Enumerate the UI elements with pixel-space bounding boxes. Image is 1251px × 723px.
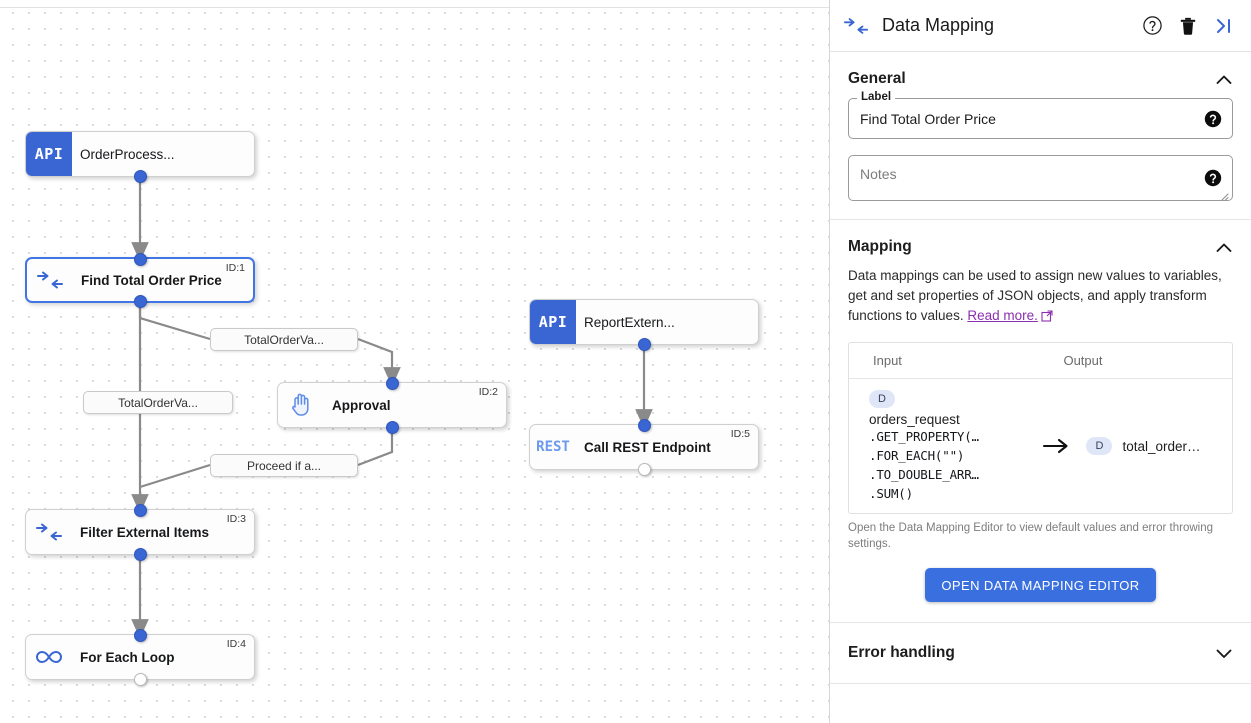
- delete-icon[interactable]: [1173, 11, 1203, 41]
- section-general-header[interactable]: General: [848, 52, 1233, 98]
- open-data-mapping-editor-button[interactable]: OPEN DATA MAPPING EDITOR: [925, 568, 1156, 602]
- data-mapping-arrows-icon: [844, 14, 868, 38]
- section-divider: [830, 219, 1251, 220]
- node-call-rest-endpoint[interactable]: REST Call REST Endpoint ID:5: [529, 418, 759, 476]
- section-divider: [830, 683, 1251, 684]
- node-id-badge: ID:2: [478, 386, 498, 398]
- notes-field-placeholder: Notes: [860, 166, 897, 182]
- edge-label[interactable]: Proceed if a...: [210, 454, 358, 477]
- section-error-handling-title: Error handling: [848, 644, 955, 661]
- input-variable-name: orders_request: [869, 412, 960, 427]
- notes-field[interactable]: Notes: [848, 155, 1233, 201]
- output-variable-name: total_order…: [1122, 438, 1201, 454]
- node-id-badge: ID:4: [226, 638, 246, 650]
- properties-panel: Data Mapping: [830, 0, 1251, 723]
- help-filled-icon[interactable]: [1204, 110, 1222, 128]
- chevron-up-icon[interactable]: [1215, 70, 1233, 88]
- mapping-input-cell: D orders_request .GET_PROPERTY(… .FOR_EA…: [849, 389, 1025, 503]
- node-approval[interactable]: Approval ID:2: [277, 376, 507, 434]
- label-field-legend: Label: [857, 91, 896, 103]
- section-general: General Label Find Total Order Price: [830, 52, 1251, 201]
- node-port-bottom[interactable]: [133, 547, 147, 561]
- column-header-output: Output: [1063, 353, 1103, 368]
- label-field[interactable]: Label Find Total Order Price: [848, 91, 1233, 139]
- node-label: Call REST Endpoint: [584, 439, 711, 455]
- node-label: Filter External Items: [80, 524, 210, 540]
- section-mapping-header[interactable]: Mapping: [848, 220, 1233, 266]
- help-filled-icon[interactable]: [1204, 169, 1222, 187]
- section-mapping: Mapping Data mappings can be used to ass…: [830, 220, 1251, 622]
- node-port-top[interactable]: [385, 376, 399, 390]
- node-reportextern[interactable]: API ReportExtern...: [529, 299, 759, 351]
- mapping-hint: Open the Data Mapping Editor to view def…: [848, 522, 1214, 550]
- mapping-output-cell: D total_order…: [1086, 437, 1232, 455]
- node-label: Find Total Order Price: [81, 272, 222, 288]
- input-type-badge: D: [869, 390, 895, 408]
- mapping-description: Data mappings can be used to assign new …: [848, 266, 1233, 328]
- table-row[interactable]: D orders_request .GET_PROPERTY(… .FOR_EA…: [849, 379, 1232, 513]
- rest-icon: REST: [536, 439, 570, 455]
- panel-body: General Label Find Total Order Price: [830, 52, 1251, 723]
- edge-connections: [131, 177, 653, 639]
- node-find-total-order-price[interactable]: Find Total Order Price ID:1: [25, 252, 255, 308]
- external-link-icon: [1041, 308, 1053, 328]
- node-id-badge: ID:5: [730, 428, 750, 440]
- edge-label[interactable]: TotalOrderVa...: [210, 328, 358, 351]
- read-more-link[interactable]: Read more.: [967, 308, 1038, 323]
- panel-header: Data Mapping: [830, 0, 1251, 52]
- infinity-loop-icon: [26, 635, 72, 679]
- input-transform-4: .SUM(): [869, 486, 913, 501]
- node-port-bottom[interactable]: [637, 337, 651, 351]
- node-port-bottom[interactable]: [385, 420, 399, 434]
- node-port-top[interactable]: [637, 418, 651, 432]
- node-port-bottom[interactable]: [133, 169, 147, 183]
- label-field-value: Find Total Order Price: [860, 110, 996, 127]
- help-icon[interactable]: [1137, 11, 1167, 41]
- chevron-down-icon[interactable]: [1215, 644, 1233, 662]
- section-error-handling: Error handling: [830, 623, 1251, 683]
- column-header-input: Input: [873, 353, 902, 368]
- data-mapping-arrows-icon: [26, 510, 72, 554]
- canvas-top-divider: [0, 7, 829, 8]
- api-icon: API: [530, 300, 576, 344]
- input-transform-3: .TO_DOUBLE_ARR…: [869, 467, 979, 482]
- node-port-bottom[interactable]: [637, 462, 651, 476]
- section-divider: [830, 622, 1251, 623]
- node-label: OrderProcess...: [80, 146, 175, 162]
- section-mapping-title: Mapping: [848, 238, 912, 255]
- mapping-table-header: Input Output: [849, 343, 1232, 379]
- node-for-each-loop[interactable]: For Each Loop ID:4: [25, 628, 255, 686]
- panel-title: Data Mapping: [882, 15, 995, 35]
- collapse-panel-icon[interactable]: [1209, 11, 1239, 41]
- section-error-handling-header[interactable]: Error handling: [848, 623, 1233, 683]
- input-transform-1: .GET_PROPERTY(…: [869, 429, 979, 444]
- data-mapping-arrows-icon: [27, 259, 73, 301]
- node-port-top[interactable]: [133, 252, 147, 266]
- node-port-bottom[interactable]: [133, 672, 147, 686]
- node-orderprocess[interactable]: API OrderProcess...: [25, 131, 255, 183]
- mapping-description-text: Data mappings can be used to assign new …: [848, 268, 1222, 323]
- api-icon: API: [26, 132, 72, 176]
- section-general-title: General: [848, 70, 906, 87]
- node-label: For Each Loop: [80, 649, 175, 665]
- node-label: Approval: [332, 397, 391, 413]
- resize-handle[interactable]: [1219, 188, 1229, 201]
- mapping-arrow-icon: [1025, 436, 1086, 456]
- node-id-badge: ID:3: [226, 513, 246, 525]
- chevron-up-icon[interactable]: [1215, 238, 1233, 256]
- node-port-top[interactable]: [133, 503, 147, 517]
- mapping-table: Input Output D orders_request .GET_PROPE…: [848, 342, 1233, 514]
- node-port-top[interactable]: [133, 628, 147, 642]
- node-id-badge: ID:1: [225, 262, 245, 274]
- hand-approval-icon: [278, 383, 324, 427]
- edge-label[interactable]: TotalOrderVa...: [83, 391, 233, 414]
- input-transform-2: .FOR_EACH(""): [869, 448, 965, 463]
- workflow-canvas[interactable]: API OrderProcess... Find Total Order Pri…: [0, 0, 830, 723]
- node-filter-external-items[interactable]: Filter External Items ID:3: [25, 503, 255, 561]
- node-label: ReportExtern...: [584, 314, 675, 330]
- output-type-badge: D: [1086, 437, 1113, 455]
- open-editor-button-wrap: OPEN DATA MAPPING EDITOR: [848, 568, 1233, 622]
- node-port-bottom[interactable]: [133, 294, 147, 308]
